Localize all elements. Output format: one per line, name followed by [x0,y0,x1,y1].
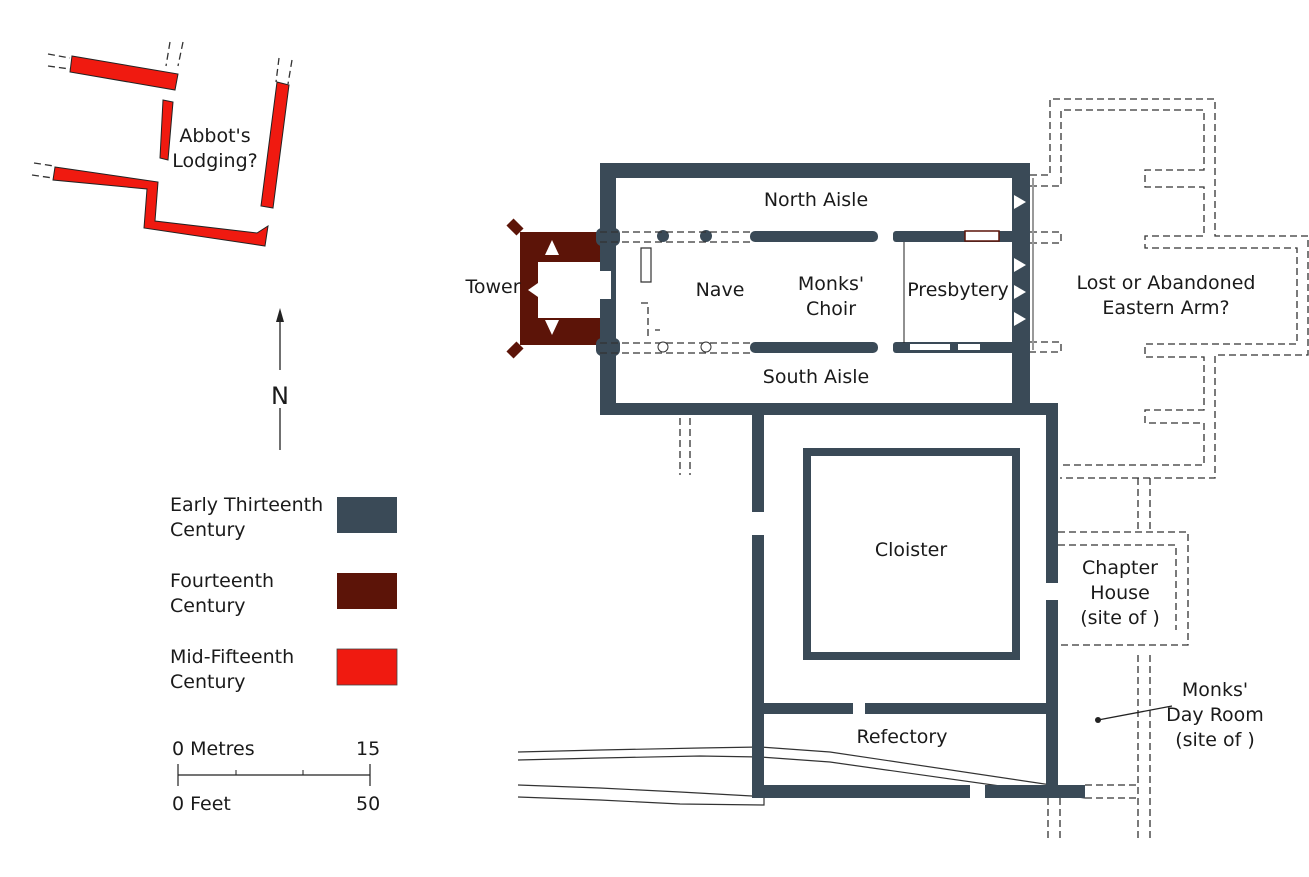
legend-label-2b: Century [170,595,246,617]
legend-label-3a: Mid-Fifteenth [170,646,294,668]
eastern-arm-outline [679,98,1309,840]
eastern-arm-label-1: Lost or Abandoned [1077,272,1256,294]
south-aisle-label: South Aisle [763,366,869,388]
refectory-label: Refectory [857,726,948,748]
abbots-lodging [31,41,293,247]
path-lines [517,746,1086,806]
tower-label: Tower [464,276,520,298]
column-base [700,341,712,353]
monks-choir-label-1: Monks' [798,273,864,295]
screen-north [640,247,652,283]
chapter-house-label-3: (site of ) [1080,607,1160,629]
day-room-label-2: Day Room [1166,704,1264,726]
nave-label: Nave [696,279,745,301]
west-door [597,271,611,299]
north-aisle-label: North Aisle [764,189,868,211]
legend: Early Thirteenth Century Fourteenth Cent… [170,494,398,693]
legend-swatch-early-13th [337,497,397,533]
abbots-lodging-label-1: Abbot's [179,125,250,147]
eastern-arm-label-2: Eastern Arm? [1102,297,1229,319]
scale-bar [177,764,371,786]
scale-metres-max: 15 [356,738,380,760]
legend-swatch-14th [337,573,397,609]
sedilia [910,344,950,350]
east-wall-windows [1014,195,1026,326]
monks-choir-label-2: Choir [806,298,856,320]
cloister-range [752,415,1085,798]
day-room-label-3: (site of ) [1175,729,1255,751]
north-label: N [271,382,289,410]
screen-south [641,302,660,338]
chapter-house-label-2: House [1090,582,1150,604]
legend-label-1b: Century [170,519,246,541]
north-arrow-icon [276,308,284,450]
scale-metres-label: 0 Metres [172,738,255,760]
column-base [657,341,669,353]
legend-label-2a: Fourteenth [170,570,274,592]
sedilia-2 [958,344,980,350]
presbytery-feature [964,230,1000,242]
chapter-house-label-1: Chapter [1082,557,1158,579]
tower [506,218,600,359]
legend-swatch-mid-15th [336,648,398,686]
presbytery-label: Presbytery [907,279,1009,301]
legend-label-1a: Early Thirteenth [170,494,323,516]
cloister-label: Cloister [875,539,947,561]
legend-label-3b: Century [170,671,246,693]
day-room-leader [1097,705,1173,721]
abbots-lodging-label-2: Lodging? [172,150,257,172]
day-room-label-1: Monks' [1182,679,1248,701]
scale-feet-max: 50 [356,793,380,815]
day-room-marker [1095,717,1101,723]
scale-feet-label: 0 Feet [172,793,231,815]
